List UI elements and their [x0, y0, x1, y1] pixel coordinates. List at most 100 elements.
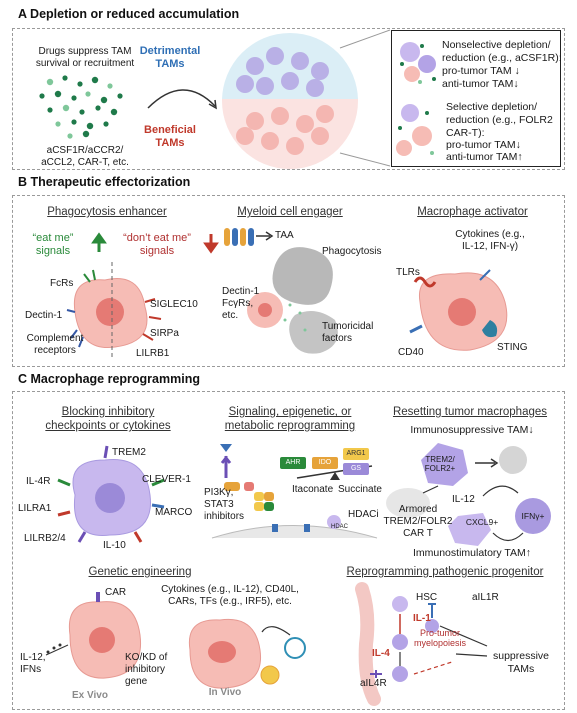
detrimental-tam: [256, 77, 274, 95]
detrimental-tam: [291, 52, 309, 70]
nonselective-4: anti-tumor TAM↓: [442, 78, 519, 90]
blocking-title-1: Blocking inhibitory: [61, 406, 155, 418]
il12-ifns-1: IL-12,: [20, 652, 46, 663]
clever-label: CLEVER-1: [142, 474, 191, 485]
lilrb24-label: LILRB2/4: [24, 533, 66, 544]
suppressive-1: suppressive: [492, 650, 550, 662]
genetic-cytokines-2: CARs, TFs (e.g., IRF5), etc.: [168, 596, 292, 607]
ifng-label: IFNγ+: [521, 511, 545, 521]
drug-particle: [55, 121, 61, 127]
drug-particle: [71, 95, 77, 101]
signaling-diagram: [211, 444, 378, 539]
drug-particle: [110, 108, 118, 116]
enzyme-arg1: ARG1: [343, 448, 369, 460]
drugs-list-2: aCCL2, CAR-T, etc.: [41, 157, 129, 168]
drugs-list-1: aCSF1R/aCCR2/: [46, 145, 124, 156]
drug-particle: [46, 78, 54, 86]
nonselective-3: pro-tumor TAM ↓: [442, 65, 520, 77]
sirpa-label: SIRPa: [150, 328, 179, 339]
ail1r-label: aIL1R: [472, 592, 499, 603]
trem2folr2-1: TREM2/: [425, 455, 455, 464]
kokd-3: gene: [125, 676, 148, 687]
beneficial-tam: [316, 105, 334, 123]
pi3k-2: STAT3: [204, 499, 234, 510]
resetting-cells: [386, 443, 551, 546]
selective-1: Selective depletion/: [446, 101, 538, 113]
detrimental-tam: [236, 75, 254, 93]
signaling-title-1: Signaling, epigenetic, or: [228, 406, 352, 418]
drugs-text-1: Drugs suppress TAM: [38, 46, 132, 57]
lilrb1-label: LILRB1: [136, 348, 170, 359]
il10-label: IL-10: [103, 540, 126, 551]
cytokines-1: Cytokines (e.g.,: [455, 229, 525, 240]
armored-3: CAR T: [403, 528, 433, 539]
selective-5: anti-tumor TAM↑: [446, 151, 523, 163]
drug-particle: [117, 93, 123, 99]
il12-label: IL-12: [452, 494, 475, 505]
cytokines-2: IL-12, IFN-γ): [461, 241, 519, 252]
drug-particle: [71, 119, 77, 125]
section-a-title: A Depletion or reduced accumulation: [18, 7, 240, 21]
progenitor-diagram: [355, 582, 488, 706]
enzyme-ahr: AHR: [280, 457, 306, 469]
section-c-title: C Macrophage reprogramming: [18, 372, 200, 386]
invivo-macrophage: [188, 618, 306, 689]
nonselective-1: Nonselective depletion/: [442, 39, 551, 51]
sting-label: STING: [497, 342, 528, 353]
cxcl9-label: CXCL9+: [465, 517, 499, 527]
enzyme-arg1-text: ARG1: [346, 450, 366, 457]
dectin-fcyrs-3: etc.: [222, 310, 239, 321]
engager-title: Myeloid cell engager: [237, 206, 343, 218]
genetic-cytokines-1: Cytokines (e.g., IL-12), CD40L,: [161, 584, 299, 595]
dectin-fcyrs-2: FcγRs,: [222, 298, 254, 309]
detrimental-tam: [311, 62, 329, 80]
beneficial-tam: [271, 107, 289, 125]
drug-particles: [39, 75, 123, 139]
activator-macrophage: [409, 269, 508, 351]
in-vivo-label: In Vivo: [208, 687, 242, 698]
tumoricidal-1: Tumoricidal: [322, 321, 374, 332]
eat-me-2: signals: [35, 245, 71, 257]
il1-label: IL-1: [413, 613, 431, 624]
beneficial-tam: [286, 137, 304, 155]
selective-2: reduction (e.g., FOLR2: [446, 114, 553, 126]
armored-1: Armored: [398, 504, 438, 515]
section-b-title: B Therapeutic effectorization: [18, 175, 191, 189]
enzyme-ido: IDO: [312, 457, 338, 469]
il4r-label: IL-4R: [26, 476, 51, 487]
car-label: CAR: [105, 587, 127, 598]
detrimental-label-1: Detrimental: [139, 45, 201, 57]
eat-me-1: “eat me”: [32, 232, 74, 244]
dont-eat-me-1: “don’t eat me”: [123, 232, 191, 244]
siglec-label: SIGLEC10: [150, 299, 198, 310]
zoom-lines: [339, 29, 391, 167]
dont-eat-me-2: signals: [139, 245, 175, 257]
arrow-up-icon: [91, 232, 107, 252]
hdac-label: HDAC: [331, 524, 349, 530]
immunostimulatory-label: Immunostimulatory TAM↑: [412, 547, 532, 559]
drug-particle: [77, 81, 83, 87]
detrimental-tam: [281, 72, 299, 90]
pi3k-3: inhibitors: [204, 511, 245, 522]
tumor-cells: [247, 247, 338, 354]
tam-circle: [222, 33, 358, 169]
tlrs-label: TLRs: [396, 267, 420, 278]
tumoricidal-2: factors: [322, 333, 353, 344]
hsc-label: HSC: [416, 592, 438, 603]
phago-title: Phagocytosis enhancer: [47, 206, 167, 218]
drug-particle: [86, 122, 94, 130]
marco-label: MARCO: [155, 507, 193, 518]
complement-label-2: receptors: [34, 345, 76, 356]
trem2folr2-2: FOLR2+: [424, 464, 456, 473]
activator-title: Macrophage activator: [417, 206, 528, 218]
genetic-title: Genetic engineering: [88, 566, 192, 578]
ex-vivo-label: Ex Vivo: [72, 690, 108, 701]
beneficial-label-2: TAMs: [155, 137, 185, 149]
kokd-2: inhibitory: [125, 664, 166, 675]
signaling-title-2: metabolic reprogramming: [224, 420, 356, 432]
drugs-text-2: survival or recruitment: [35, 58, 135, 69]
cd40-label: CD40: [398, 347, 424, 358]
enzyme-ahr-text: AHR: [285, 459, 301, 466]
pro-tumor-1: Pro-tumor: [419, 628, 460, 638]
phagocytosis-label: Phagocytosis: [322, 246, 382, 257]
